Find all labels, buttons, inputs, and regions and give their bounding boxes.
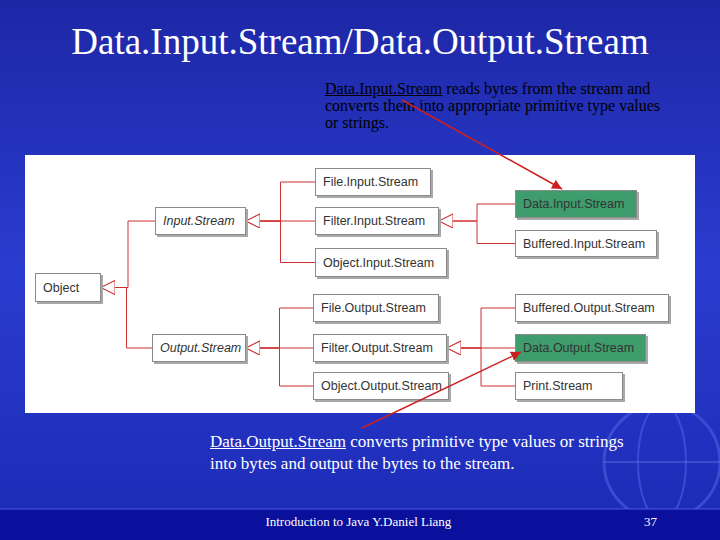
inheritance-connector <box>101 221 155 288</box>
callout-text: Data.Input.Streamreads bytes from the st… <box>325 81 670 131</box>
class-box: Object <box>35 273 101 302</box>
slide-title: Data.Input.Stream/Data.Output.Stream <box>0 22 720 63</box>
inheritance-connector <box>101 288 152 349</box>
class-reference: Data.Input.Stream <box>325 80 442 97</box>
class-name: Print.Stream <box>523 379 592 393</box>
class-box: File.Output.Stream <box>313 294 439 322</box>
class-box: Object.Input.Stream <box>315 248 447 277</box>
diagram-panel <box>25 155 695 413</box>
inheritance-connector <box>447 308 515 348</box>
class-name: Data.Output.Stream <box>523 341 634 355</box>
footer-text: 37 <box>630 514 674 530</box>
class-name: File.Input.Stream <box>323 175 418 189</box>
class-box: Filter.Output.Stream <box>313 334 447 362</box>
class-name: Buffered.Input.Stream <box>523 237 645 251</box>
class-name: Object <box>43 281 79 295</box>
class-name: Data.Input.Stream <box>523 197 624 211</box>
class-box: Filter.Input.Stream <box>315 207 439 235</box>
class-name: Object.Input.Stream <box>323 256 434 270</box>
leader-line <box>362 352 521 428</box>
class-box: File.Input.Stream <box>315 168 431 196</box>
footer-text: Introduction to Java Y.Daniel Liang <box>200 514 520 530</box>
note-text: 37 <box>644 514 657 529</box>
inheritance-connector <box>246 348 313 386</box>
class-name: Filter.Output.Stream <box>321 341 433 355</box>
inheritance-connector <box>246 221 315 263</box>
class-reference: Data.Output.Stream <box>210 432 346 451</box>
globe-decoration <box>604 404 720 520</box>
note-text: Introduction to Java Y.Daniel Liang <box>265 514 451 529</box>
footer-bar <box>0 509 720 540</box>
inheritance-connector <box>246 182 315 221</box>
inheritance-connector <box>447 348 515 386</box>
class-box: Object.Output.Stream <box>313 372 449 400</box>
footer-rule <box>0 509 720 510</box>
class-box: Buffered.Input.Stream <box>515 230 657 257</box>
class-box: Input.Stream <box>155 207 246 235</box>
globe-decoration <box>604 461 720 463</box>
class-box: Output.Stream <box>152 334 246 362</box>
class-name: Output.Stream <box>160 341 241 355</box>
class-name: Filter.Input.Stream <box>323 214 425 228</box>
inheritance-connector <box>246 308 313 348</box>
callout-text: Data.Output.Streamconverts primitive typ… <box>210 431 630 476</box>
class-name: Object.Output.Stream <box>321 379 442 393</box>
inheritance-connector <box>439 204 515 221</box>
class-name: Input.Stream <box>163 214 235 228</box>
class-name: File.Output.Stream <box>321 301 426 315</box>
class-box: Buffered.Output.Stream <box>515 294 669 322</box>
highlighted-class-box: Data.Input.Stream <box>515 190 637 218</box>
class-box: Print.Stream <box>515 372 623 400</box>
class-name: Buffered.Output.Stream <box>523 301 655 315</box>
leader-line <box>402 100 562 189</box>
highlighted-class-box: Data.Output.Stream <box>515 334 646 362</box>
inheritance-connector <box>439 221 515 244</box>
